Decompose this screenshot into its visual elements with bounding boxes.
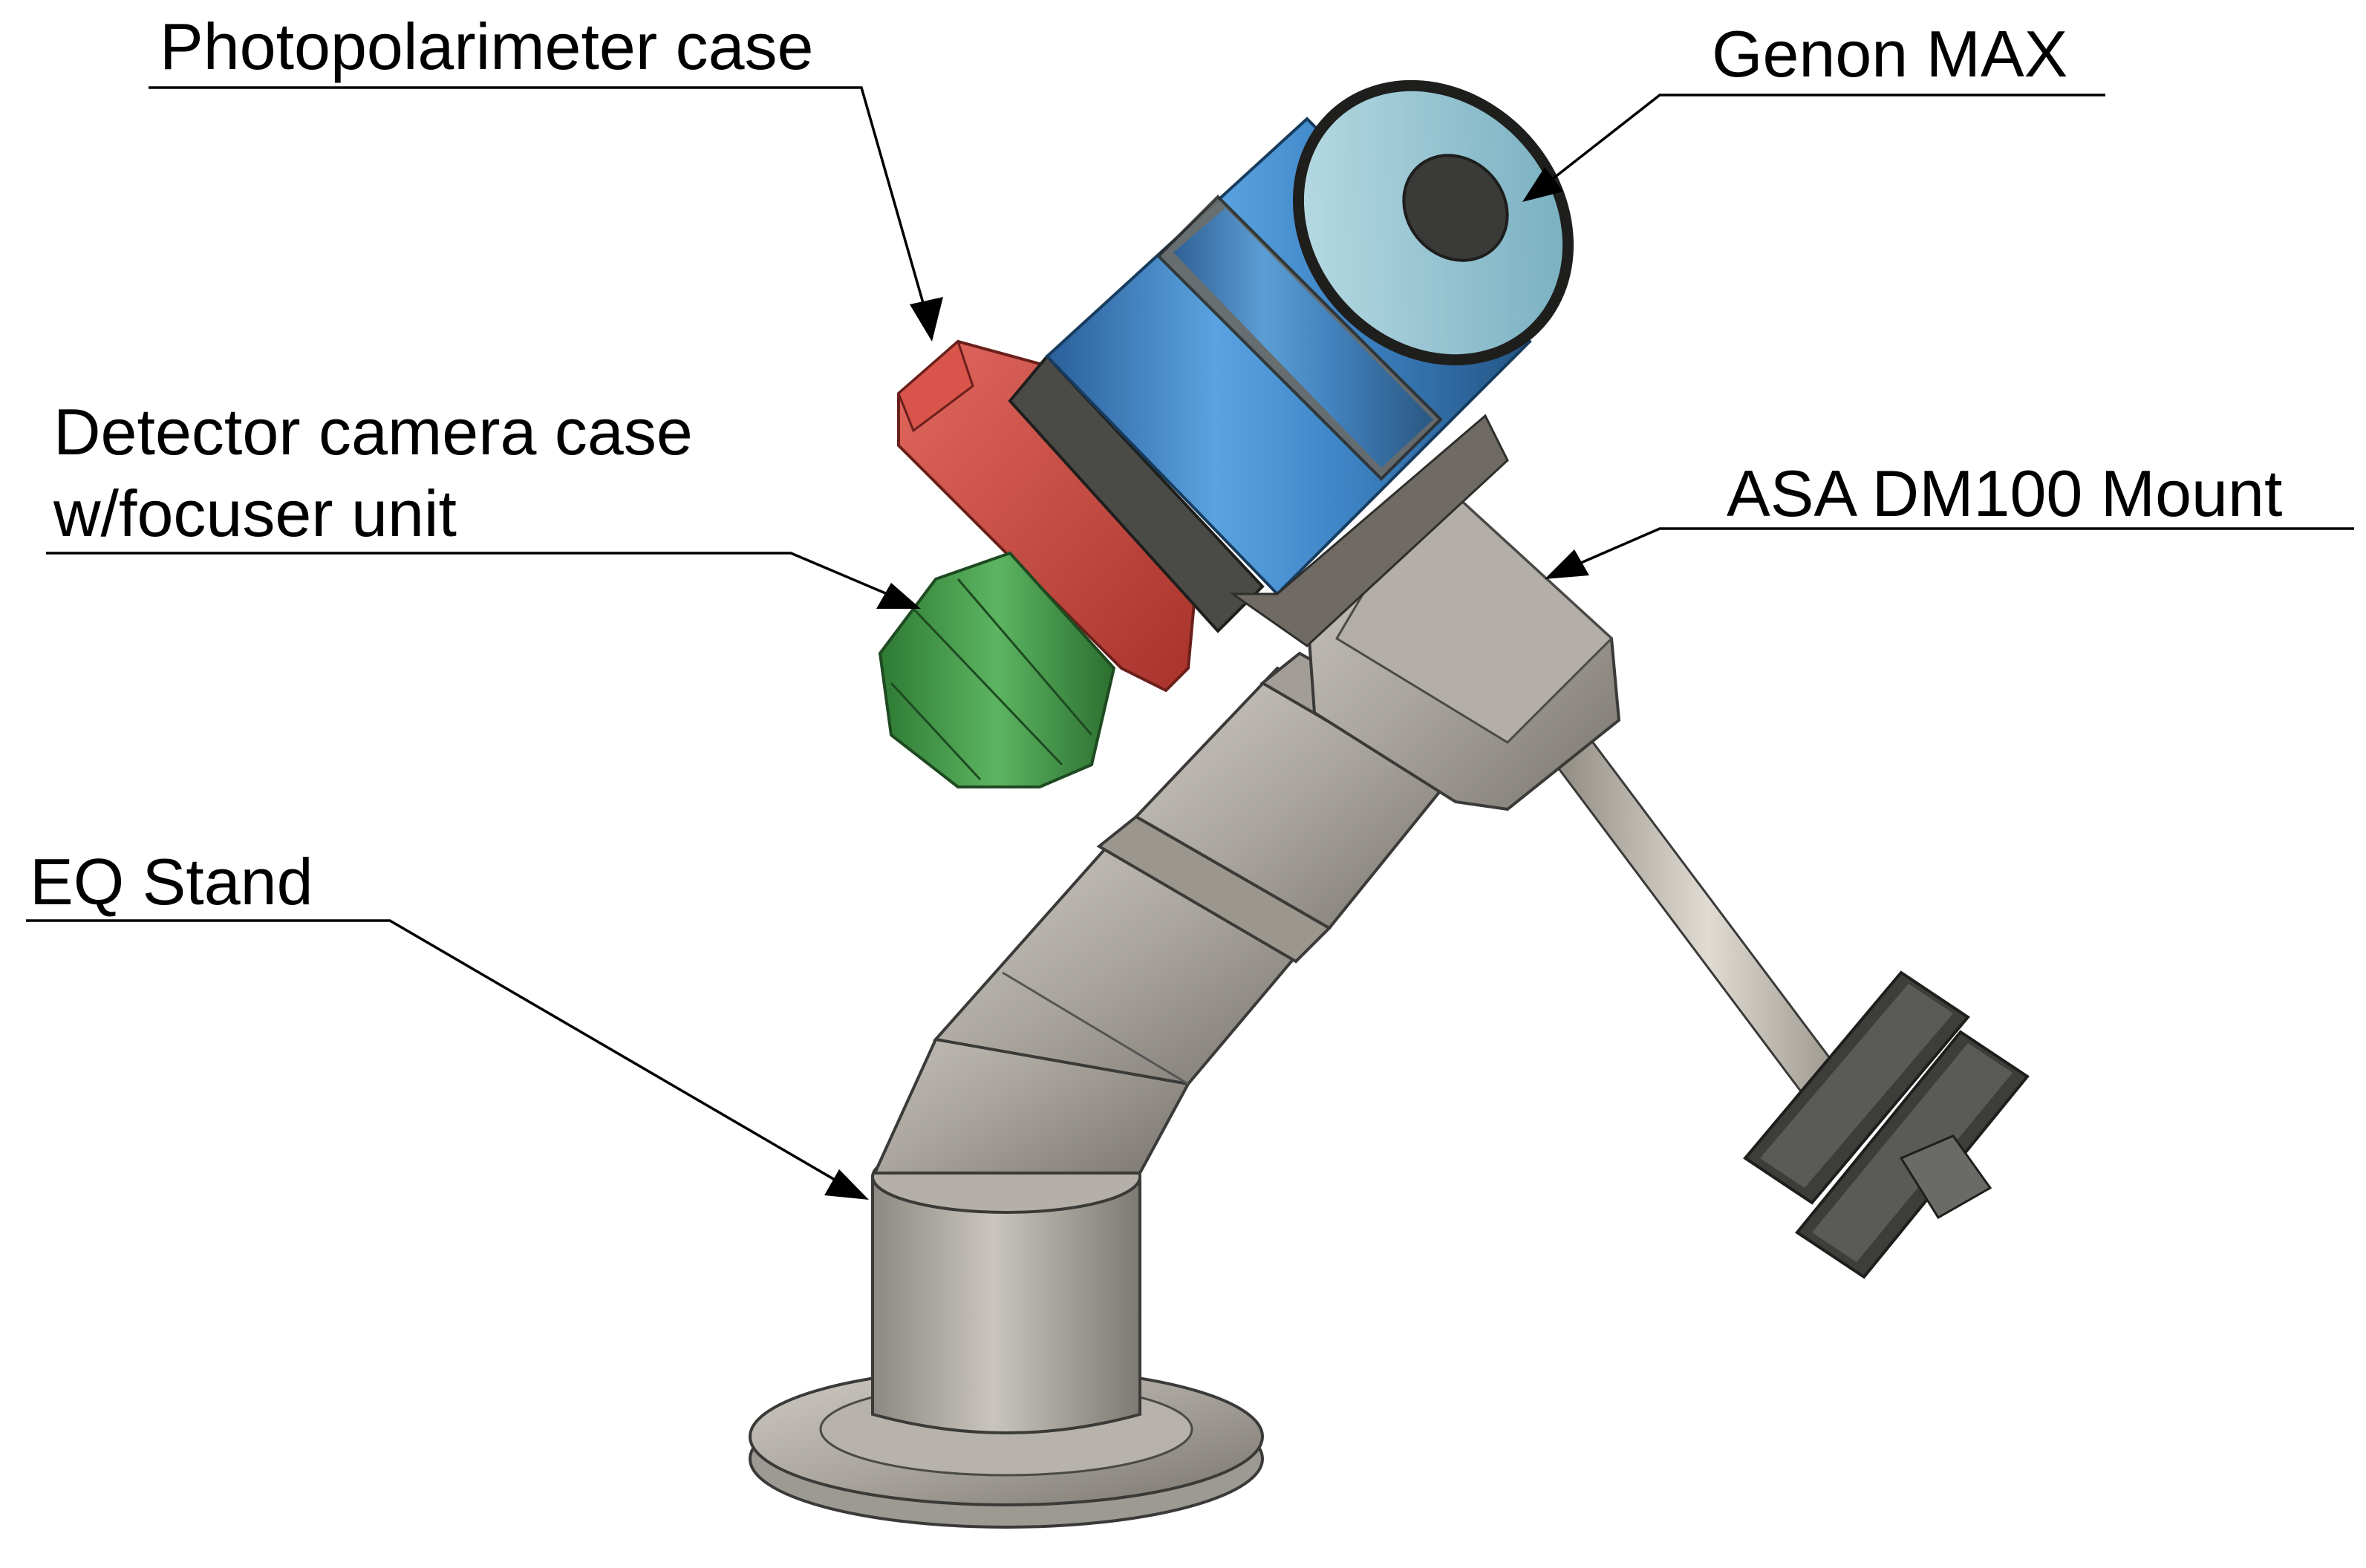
detector-camera-case (878, 551, 1116, 788)
photopolarimeter-case (897, 339, 1198, 693)
callout-stand: EQ Stand (26, 845, 869, 1200)
label-genon: Genon MAX (1712, 17, 2067, 91)
callout-detector: Detector camera case w/focuser unit (46, 395, 921, 609)
stand-pillar (871, 1175, 1141, 1434)
label-mount: ASA DM100 Mount (1727, 457, 2282, 530)
callout-genon: Genon MAX (1522, 17, 2105, 202)
callout-photopolarimeter: Photopolarimeter case (149, 10, 943, 342)
callout-mount: ASA DM100 Mount (1545, 457, 2354, 579)
counterweights (1743, 970, 2030, 1279)
label-detector-line2: w/focuser unit (53, 477, 457, 550)
label-stand: EQ Stand (30, 845, 313, 918)
label-photopolarimeter: Photopolarimeter case (160, 10, 813, 83)
label-detector-line1: Detector camera case (53, 395, 693, 468)
telescope (878, 79, 1574, 788)
eq-stand (749, 651, 1473, 1529)
asa-dm100-mount (1305, 473, 2030, 1279)
